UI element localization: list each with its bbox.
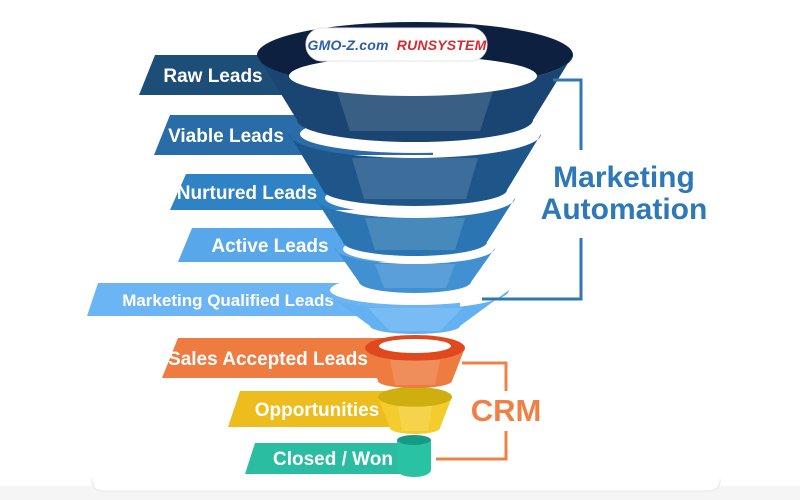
logo-brand: GMO-Z.com xyxy=(308,37,389,53)
navy-rim-band xyxy=(257,55,573,142)
logo-text: GMO-Z.com RUNSYSTEM xyxy=(308,37,487,53)
blue-tier-3-band xyxy=(315,198,515,256)
blue-tier-5-highlight xyxy=(368,308,462,331)
yellow-tier-band xyxy=(378,397,452,434)
yellow-tier-highlight xyxy=(398,406,432,431)
teal-cylinder-rim xyxy=(397,435,431,445)
card-footer-edge xyxy=(0,479,800,500)
teal-cylinder-body xyxy=(397,440,431,477)
blue-tier-3-highlight xyxy=(365,218,465,250)
orange-tier-mouth xyxy=(379,339,451,353)
ribbon-label-active-leads: Active Leads xyxy=(211,236,328,257)
marketing-automation-annotation: Marketing Automation xyxy=(482,78,708,301)
logo-pill xyxy=(305,27,488,62)
marketing-automation-label-line1: Marketing xyxy=(553,161,695,194)
card-bottom-border xyxy=(91,479,721,492)
ribbon-label-sales-accepted-leads: Sales Accepted Leads xyxy=(168,349,368,370)
ribbon-label-viable-leads: Viable Leads xyxy=(168,126,284,147)
blue-tier-4-highlight xyxy=(375,264,455,288)
ribbon-label-raw-leads: Raw Leads xyxy=(163,66,262,87)
yellow-tier-rim xyxy=(378,387,452,407)
navy-rim-mouth xyxy=(289,56,537,96)
blue-tier-2-highlight xyxy=(352,158,478,199)
ribbon-label-nurtured-leads: Nurtured Leads xyxy=(177,183,317,204)
funnel-crm-section xyxy=(365,335,465,477)
marketing-automation-label-line2: Automation xyxy=(541,193,708,226)
navy-rim-highlight xyxy=(336,88,494,131)
orange-tier-highlight xyxy=(390,360,440,385)
card-bottom-fill xyxy=(92,479,720,491)
crm-label: CRM xyxy=(471,393,542,428)
logo-suffix: RUNSYSTEM xyxy=(397,37,487,53)
blue-tier-5-band xyxy=(321,290,509,334)
ribbon-closed-won xyxy=(245,443,420,474)
crm-bracket xyxy=(436,361,508,461)
blue-tier-4-band xyxy=(335,248,495,293)
marketing-automation-bracket xyxy=(482,78,583,301)
funnel-marketing-section: GMO-Z.com RUNSYSTEM xyxy=(257,22,573,334)
orange-tier-band xyxy=(365,348,465,388)
ribbon-label-opportunities: Opportunities xyxy=(255,400,380,421)
blue-tier-2-band xyxy=(289,134,541,206)
crm-annotation: CRM xyxy=(436,361,542,461)
ribbon-label-closed-won: Closed / Won xyxy=(273,449,393,470)
ribbon-label-marketing-qualified-leads: Marketing Qualified Leads xyxy=(122,291,334,310)
ribbon-opportunities xyxy=(228,391,425,427)
